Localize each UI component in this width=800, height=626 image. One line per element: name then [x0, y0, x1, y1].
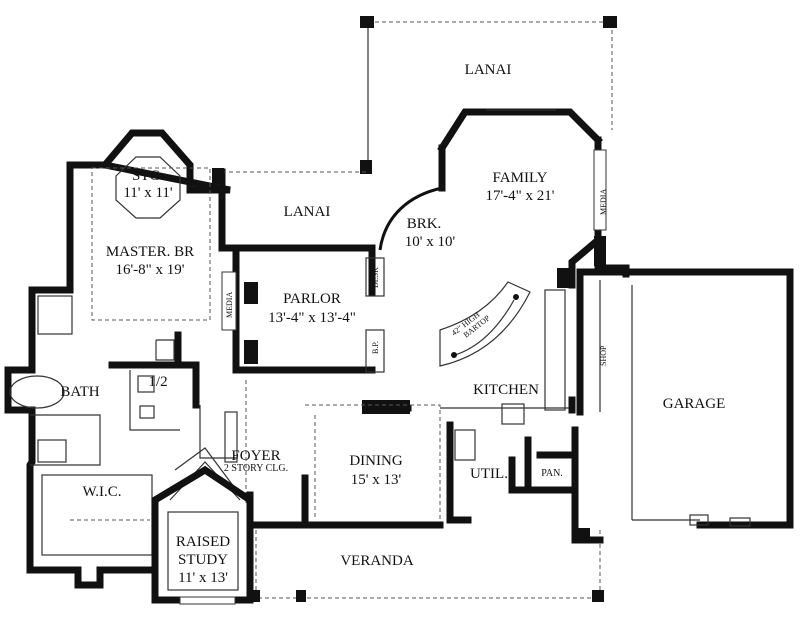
bath-wic-walls: [4, 286, 200, 589]
room-label-stg: STG.: [132, 168, 164, 184]
room-label-wic: W.I.C.: [82, 484, 121, 500]
room-label-foyer: FOYER: [231, 448, 280, 464]
label-media-left: MEDIA: [225, 292, 234, 318]
room-label-bath: BATH: [60, 384, 99, 400]
room-label-dining: DINING: [349, 453, 402, 469]
room-dim-brk: 10' x 10': [405, 234, 456, 250]
room-label-half-bath: 1/2: [148, 374, 167, 390]
kitchen-bartop: [439, 281, 566, 425]
label-shop: SHOP: [599, 345, 608, 366]
raised-study-walls: [151, 465, 254, 605]
family-bay-walls: [378, 108, 630, 289]
room-dim-parlor: 13'-4" x 13'-4": [268, 310, 356, 326]
room-label-lanai-top: LANAI: [465, 62, 512, 78]
center-walls: [362, 396, 576, 414]
label-desk: DESK: [371, 267, 380, 288]
parlor-walls: [221, 244, 385, 374]
veranda-area: [250, 528, 604, 602]
room-label-family: FAMILY: [493, 170, 548, 186]
master-suite-walls: [66, 129, 376, 321]
room-dim-study: 11' x 13': [178, 570, 228, 586]
room-label-master: MASTER. BR: [106, 244, 194, 260]
room-note-foyer: 2 STORY CLG.: [224, 463, 288, 474]
room-dim-stg: 11' x 11': [123, 185, 173, 201]
room-dim-family: 17'-4" x 21': [485, 188, 554, 204]
label-bp: B.P.: [371, 341, 380, 354]
garage-walls: [571, 268, 794, 544]
room-label-study-2: STUDY: [178, 552, 228, 568]
room-label-parlor: PARLOR: [283, 291, 341, 307]
room-label-kitchen: KITCHEN: [473, 382, 539, 398]
room-label-lanai-mid: LANAI: [284, 204, 331, 220]
lanai-top-area: [360, 16, 617, 174]
label-media-right: MEDIA: [599, 189, 608, 215]
room-label-brk: BRK.: [407, 216, 442, 232]
room-label-veranda: VERANDA: [340, 553, 413, 569]
room-dim-master: 16'-8" x 19': [115, 262, 184, 278]
room-label-pan: PAN.: [541, 468, 563, 479]
room-label-garage: GARAGE: [663, 396, 726, 412]
room-label-util: UTIL.: [470, 466, 508, 482]
room-label-study-1: RAISED: [176, 534, 230, 550]
room-dim-dining: 15' x 13': [351, 472, 402, 488]
